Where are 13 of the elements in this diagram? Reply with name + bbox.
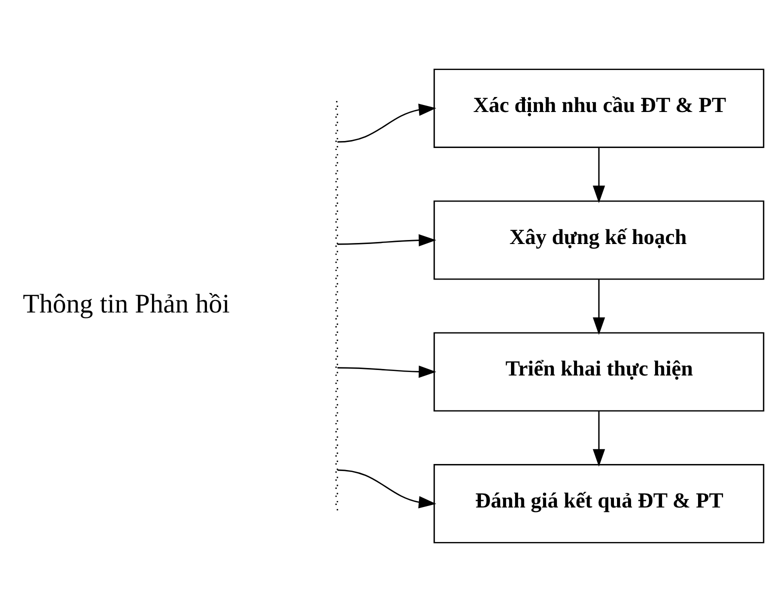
- arrow: [337, 469, 436, 508]
- arrow: [592, 410, 606, 467]
- arrow: [337, 104, 436, 143]
- arrow: [592, 279, 606, 335]
- arrow: [592, 147, 606, 204]
- arrow: [337, 234, 436, 246]
- node-box: Xác định nhu cầu ĐT & PT: [434, 68, 764, 148]
- node-box: Triển khai thực hiện: [434, 332, 764, 412]
- node-box: Xây dựng kế hoạch: [434, 200, 764, 280]
- node-box: Đánh giá kết quả ĐT & PT: [434, 464, 764, 544]
- label: Thông tin Phản hồi: [22, 288, 230, 319]
- node-bar: [335, 100, 338, 512]
- arrow: [337, 366, 436, 378]
